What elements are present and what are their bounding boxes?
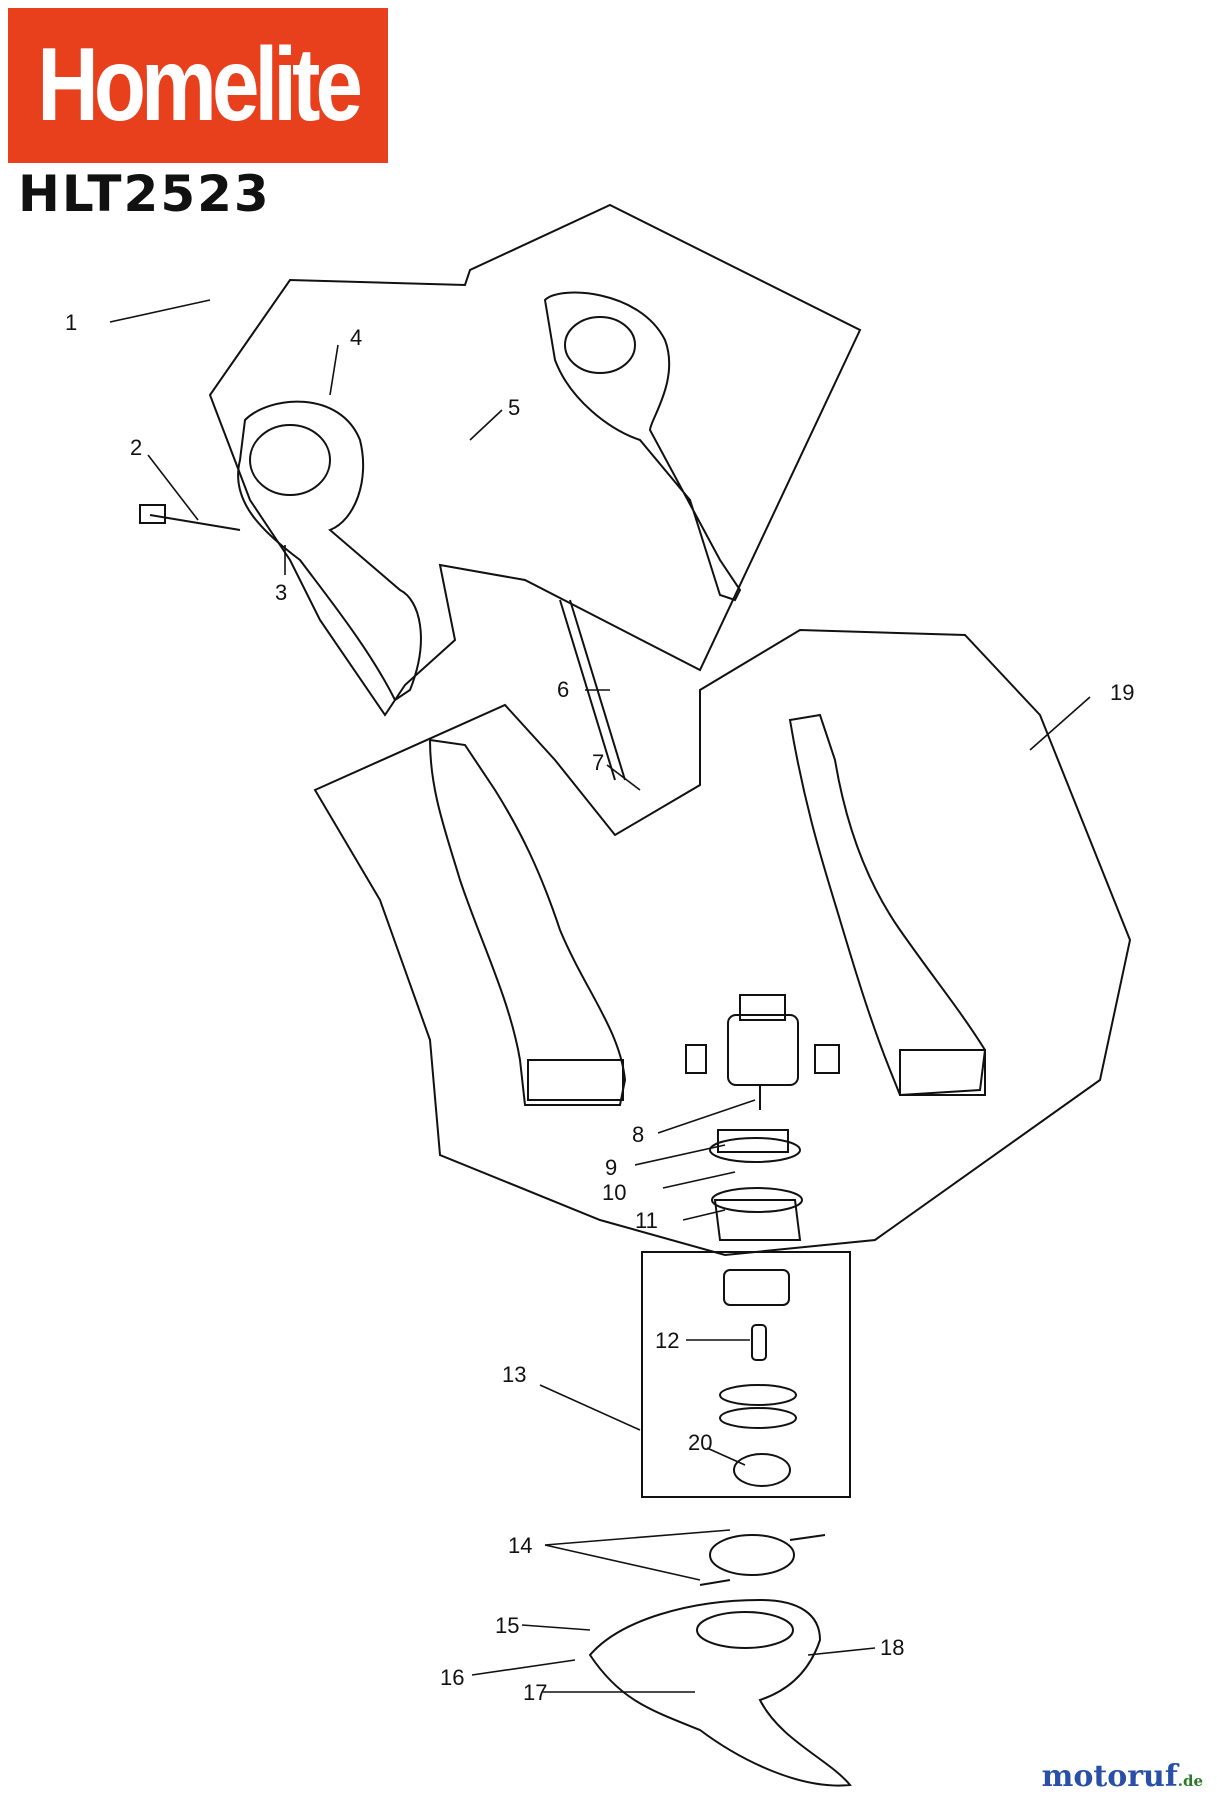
callout-20: 20 <box>688 1430 712 1455</box>
callout-4: 4 <box>350 325 362 350</box>
watermark-suffix: .de <box>1177 1772 1203 1790</box>
spool-hub <box>723 1269 790 1306</box>
handle-shell-rear <box>543 291 742 602</box>
fan-body <box>717 1129 789 1153</box>
guard <box>588 1598 852 1787</box>
callout-1: 1 <box>65 310 77 335</box>
screw-14a <box>699 1579 731 1586</box>
screw-14b <box>789 1534 826 1541</box>
logo-wordmark: Homelite <box>37 27 364 143</box>
callout-17: 17 <box>523 1680 547 1705</box>
brush-right <box>814 1044 840 1074</box>
homelite-logo: Homelite <box>8 8 388 163</box>
callout-18: 18 <box>880 1635 904 1660</box>
callout-5: 5 <box>508 395 520 420</box>
callout-12: 12 <box>655 1328 679 1353</box>
callout-10: 10 <box>602 1180 626 1205</box>
callout-15: 15 <box>495 1613 519 1638</box>
fan <box>709 1137 801 1163</box>
callout-9: 9 <box>605 1155 617 1180</box>
housing-left-half <box>428 738 627 1106</box>
callout-3: 3 <box>275 580 287 605</box>
spool-spring <box>751 1324 767 1361</box>
handle-grip-opening <box>249 424 331 496</box>
handle-group-outline <box>208 203 862 717</box>
motor <box>727 1014 799 1086</box>
cord-plug <box>139 504 166 524</box>
handle-shell-front <box>237 400 422 702</box>
spool-ring <box>733 1453 791 1487</box>
watermark-main: motoruf <box>1041 1759 1178 1794</box>
watermark: motoruf.de <box>1042 1759 1203 1794</box>
callout-6: 6 <box>557 677 569 702</box>
callout-7: 7 <box>592 750 604 775</box>
housing-right-base <box>899 1049 986 1096</box>
callout-13: 13 <box>502 1362 526 1387</box>
brush-left <box>685 1044 707 1074</box>
callout-11: 11 <box>635 1208 658 1233</box>
spool-assembly-box <box>641 1251 851 1498</box>
housing-right-half <box>788 713 987 1097</box>
handle-rear-grip-opening <box>564 316 636 374</box>
spool-lower <box>719 1407 797 1429</box>
motor-base-top <box>711 1187 803 1213</box>
callout-2: 2 <box>130 435 142 460</box>
housing-group-outline <box>313 628 1132 1257</box>
callout-8: 8 <box>632 1122 644 1147</box>
guard-hub <box>696 1611 794 1649</box>
motor-top <box>739 994 786 1021</box>
callout-14: 14 <box>508 1533 532 1558</box>
model-number: HLT2523 <box>18 165 271 223</box>
line-cutter <box>709 1534 795 1576</box>
spool <box>719 1384 797 1406</box>
callout-19: 19 <box>1110 680 1134 705</box>
callout-16: 16 <box>440 1665 464 1690</box>
motor-base <box>713 1199 802 1241</box>
housing-left-base <box>527 1059 624 1101</box>
